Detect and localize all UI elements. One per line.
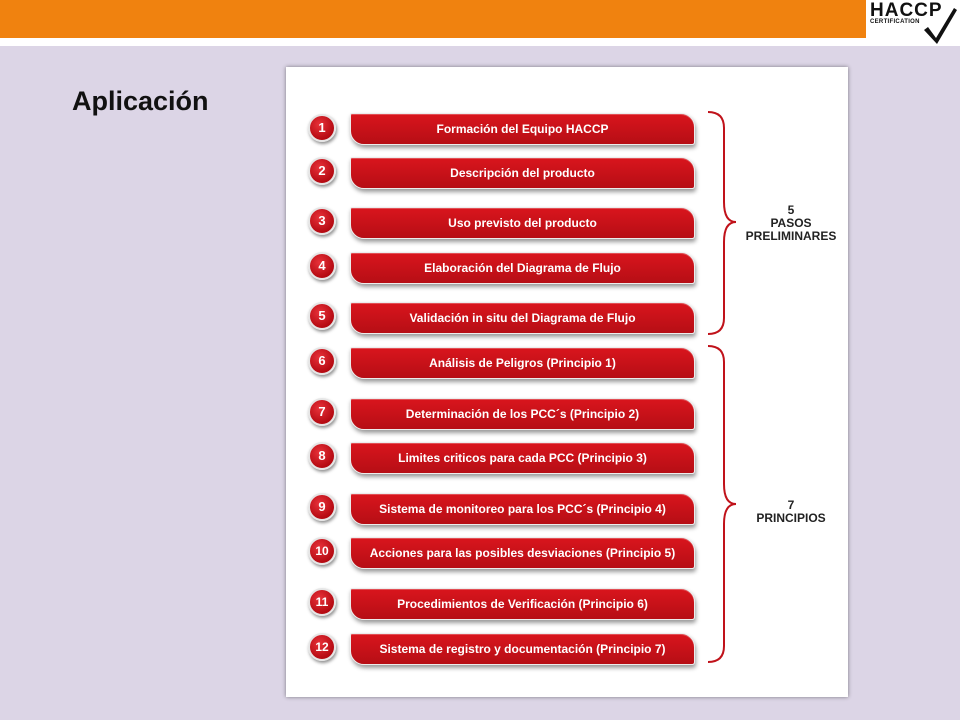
step-number: 8 (308, 442, 336, 470)
group-braces (707, 111, 737, 663)
preliminary-group-label: 5 PASOS PRELIMINARES (736, 204, 846, 243)
principles-count: 7 (787, 498, 795, 512)
step-number: 4 (308, 252, 336, 280)
step-number: 6 (308, 347, 336, 375)
haccp-logo: HACCP CERTIFICATION (866, 0, 960, 46)
step-label: Elaboración del Diagrama de Flujo (350, 252, 695, 284)
step-number: 9 (308, 493, 336, 521)
step-label: Sistema de registro y documentación (Pri… (350, 633, 695, 665)
step-number: 3 (308, 207, 336, 235)
logo-sub-text: CERTIFICATION (870, 19, 920, 25)
step-number: 7 (308, 398, 336, 426)
principles-brace (707, 345, 737, 663)
step-label: Acciones para las posibles desviaciones … (350, 537, 695, 569)
preliminary-brace (707, 111, 737, 335)
step-label: Sistema de monitoreo para los PCC´s (Pri… (350, 493, 695, 525)
step-number: 11 (308, 588, 336, 616)
logo-main-text: HACCP (870, 0, 943, 21)
step-label: Formación del Equipo HACCP (350, 113, 695, 145)
step-label: Limites criticos para cada PCC (Principi… (350, 442, 695, 474)
checkmark-icon (924, 8, 957, 44)
preliminary-line2: PRELIMINARES (745, 229, 837, 243)
step-number: 10 (308, 537, 336, 565)
page-title: Aplicación (72, 86, 209, 116)
step-label: Descripción del producto (350, 157, 695, 189)
step-number: 2 (308, 157, 336, 185)
preliminary-count: 5 (787, 203, 795, 217)
step-label: Análisis de Peligros (Principio 1) (350, 347, 695, 379)
step-number: 5 (308, 302, 336, 330)
step-label: Validación in situ del Diagrama de Flujo (350, 302, 695, 334)
step-number: 12 (308, 633, 336, 661)
step-label: Uso previsto del producto (350, 207, 695, 239)
header-divider (0, 38, 960, 46)
principles-line1: PRINCIPIOS (756, 511, 826, 525)
preliminary-line1: PASOS (770, 216, 812, 230)
step-number: 1 (308, 114, 336, 142)
step-label: Determinación de los PCC´s (Principio 2) (350, 398, 695, 430)
step-label: Procedimientos de Verificación (Principi… (350, 588, 695, 620)
header-bar (0, 0, 866, 38)
principles-group-label: 7 PRINCIPIOS (736, 499, 846, 525)
